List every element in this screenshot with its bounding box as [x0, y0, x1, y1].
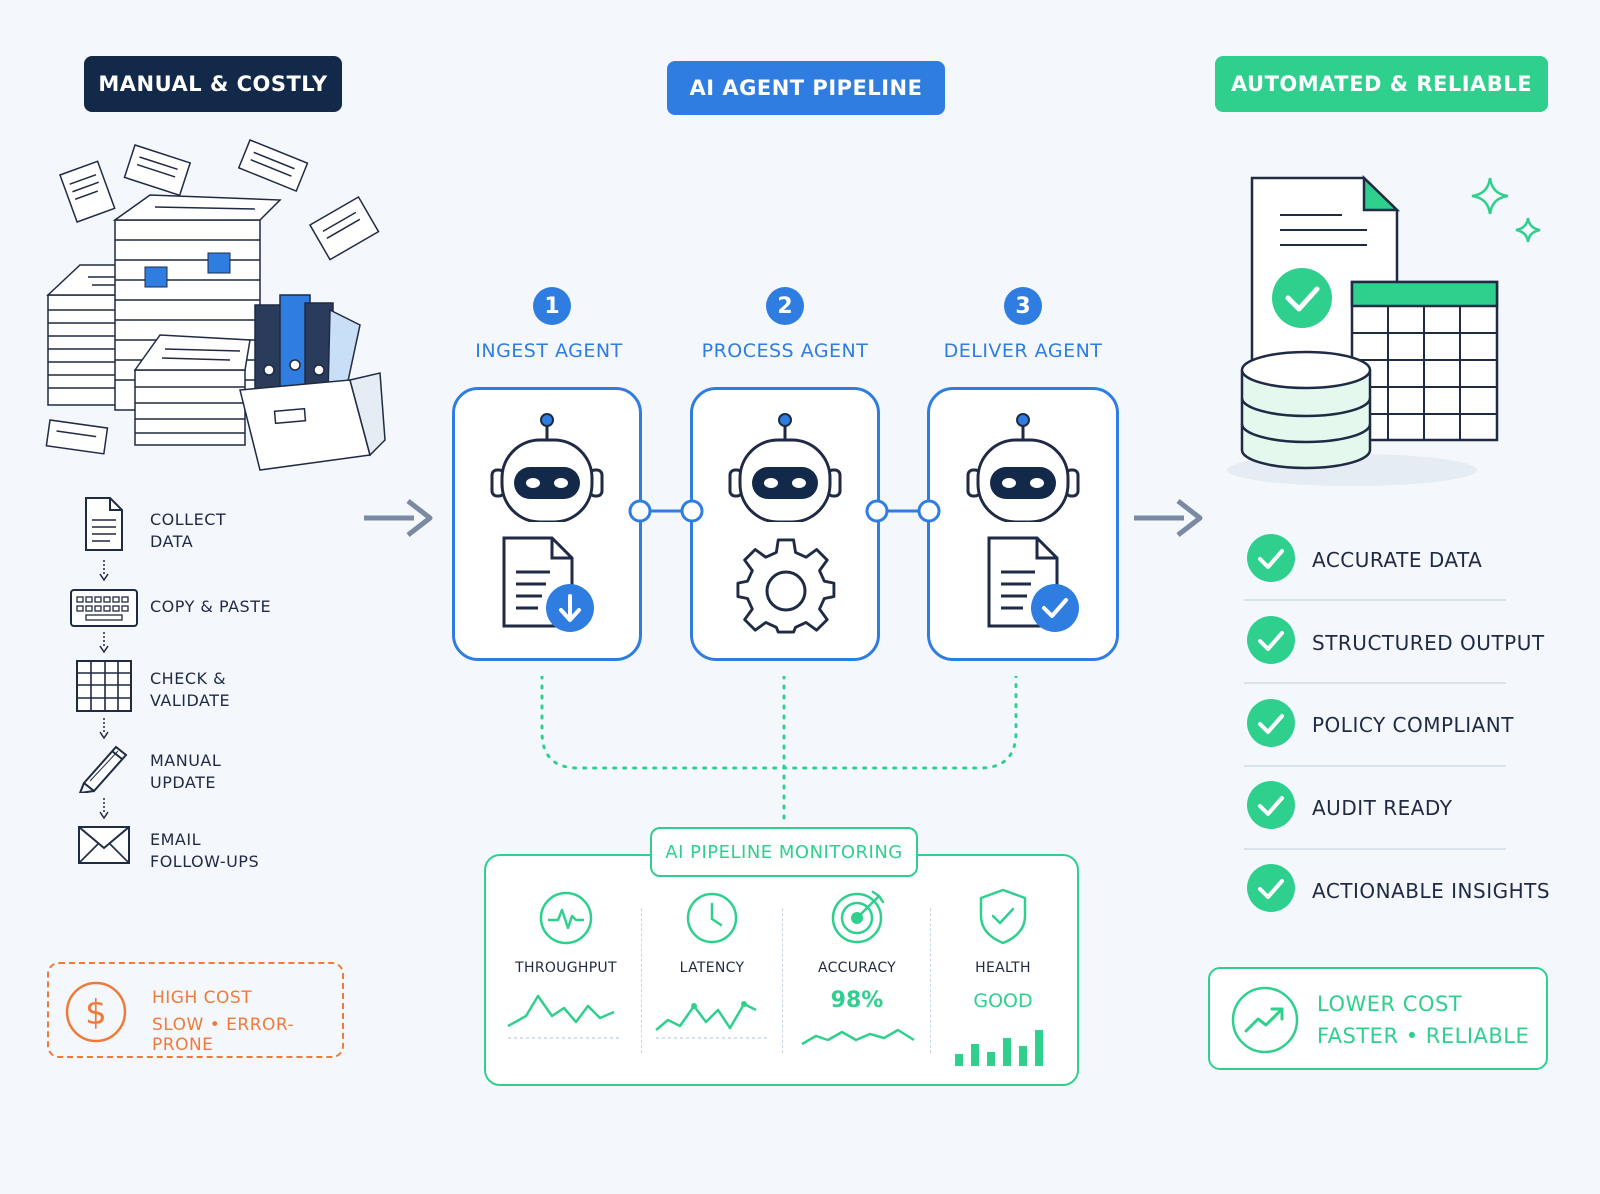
metric-value-health: GOOD	[973, 990, 1033, 1012]
high-cost-box: $ HIGH COST SLOW • ERROR-PRONE	[47, 962, 344, 1058]
step-collect-data: COLLECT DATA	[150, 510, 227, 551]
result-box: LOWER COST FASTER • RELIABLE	[1208, 967, 1548, 1070]
benefit-divider	[1244, 599, 1506, 601]
throughput-sparkline	[507, 994, 620, 1039]
agent-number-3: 3	[1004, 287, 1042, 325]
trend-up-icon	[1231, 986, 1299, 1054]
dollar-icon: $	[65, 981, 127, 1043]
header-pipeline: AI AGENT PIPELINE	[667, 61, 945, 115]
step-check-validate: CHECK & VALIDATE	[150, 669, 231, 710]
monitoring-dotted-connector	[540, 676, 1018, 826]
paper-pile-illustration	[45, 139, 386, 471]
benefit-divider	[1244, 765, 1506, 767]
step-manual-update: MANUAL UPDATE	[150, 751, 222, 792]
robot-icon	[966, 413, 1080, 522]
arrow-right-icon	[1134, 499, 1203, 537]
metric-label-accuracy: ACCURACY	[817, 960, 897, 976]
accuracy-sparkline	[801, 1028, 915, 1046]
agent-name-deliver: DELIVER AGENT	[943, 340, 1103, 362]
clock-icon	[686, 892, 738, 944]
gear-icon	[736, 538, 836, 634]
metric-label-latency: LATENCY	[679, 960, 745, 976]
agent-card-deliver[interactable]	[927, 387, 1119, 661]
arrow-down-icon	[99, 798, 109, 820]
shield-check-icon	[979, 888, 1027, 945]
benefit-audit-ready: AUDIT READY	[1312, 796, 1453, 820]
step-copy-paste: COPY & PASTE	[150, 597, 272, 616]
agent-name-ingest: INGEST AGENT	[475, 340, 623, 362]
header-automated: AUTOMATED & RELIABLE	[1215, 56, 1548, 112]
keyboard-icon	[70, 589, 138, 627]
header-manual: MANUAL & COSTLY	[84, 56, 342, 112]
health-bar-chart	[955, 1030, 1043, 1066]
benefit-policy-compliant: POLICY COMPLIANT	[1312, 713, 1514, 737]
check-icon	[1247, 864, 1295, 912]
arrow-down-icon	[99, 718, 109, 740]
result-line-1: LOWER COST	[1317, 992, 1463, 1016]
connector-ingest-process	[628, 499, 704, 523]
agent-number-2: 2	[766, 287, 804, 325]
document-icon	[85, 497, 123, 551]
check-icon	[1247, 534, 1295, 582]
cost-line-2: SLOW • ERROR-PRONE	[152, 1015, 295, 1055]
envelope-icon	[78, 826, 130, 864]
agent-name-process: PROCESS AGENT	[701, 340, 869, 362]
robot-icon	[728, 413, 842, 522]
structured-data-illustration	[1227, 175, 1541, 486]
agent-number-1: 1	[533, 287, 571, 325]
benefit-structured-output: STRUCTURED OUTPUT	[1312, 631, 1545, 655]
metric-label-health: HEALTH	[975, 960, 1031, 976]
cost-line-1: HIGH COST	[152, 988, 253, 1008]
metric-value-accuracy: 98%	[830, 988, 884, 1013]
connector-process-deliver	[865, 499, 941, 523]
benefit-divider	[1244, 682, 1506, 684]
check-icon	[1247, 699, 1295, 747]
spreadsheet-icon	[76, 660, 132, 712]
metric-label-throughput: THROUGHPUT	[515, 960, 617, 976]
arrow-down-icon	[99, 560, 109, 582]
check-icon	[1247, 616, 1295, 664]
monitoring-title: AI PIPELINE MONITORING	[650, 827, 918, 877]
pencil-icon	[78, 745, 128, 793]
benefit-actionable-insights: ACTIONABLE INSIGHTS	[1312, 879, 1551, 903]
benefit-divider	[1244, 848, 1506, 850]
target-icon	[831, 890, 885, 944]
document-download-icon	[502, 536, 594, 632]
agent-card-ingest[interactable]	[452, 387, 642, 661]
monitoring-panel: THROUGHPUT LATENCY ACCURACY 98% HEALTH G…	[484, 854, 1079, 1086]
pulse-icon	[539, 891, 593, 945]
arrow-right-icon	[364, 499, 433, 537]
robot-icon	[490, 413, 604, 522]
benefit-accurate-data: ACCURATE DATA	[1312, 548, 1483, 572]
result-line-2: FASTER • RELIABLE	[1317, 1024, 1530, 1048]
check-icon	[1247, 781, 1295, 829]
document-check-icon	[987, 536, 1079, 632]
step-email-followups: EMAIL FOLLOW-UPS	[150, 830, 260, 871]
arrow-down-icon	[99, 632, 109, 654]
latency-sparkline	[655, 1001, 768, 1039]
svg-text:$: $	[85, 993, 107, 1033]
agent-card-process[interactable]	[690, 387, 880, 661]
